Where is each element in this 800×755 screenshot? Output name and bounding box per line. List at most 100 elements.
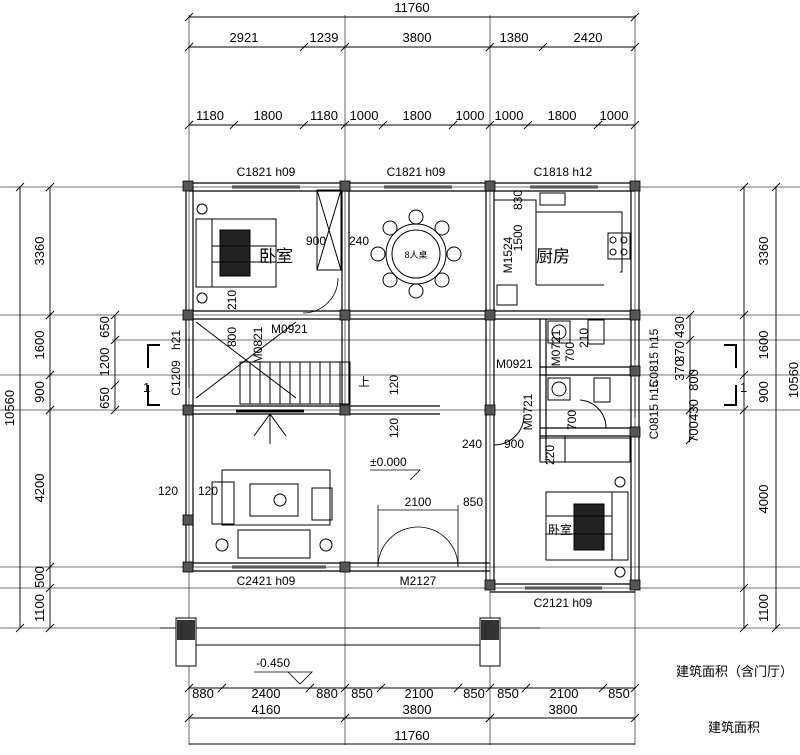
dim-right-total: 10560 bbox=[786, 362, 800, 398]
section-markers bbox=[147, 344, 737, 406]
wardrobe-icon bbox=[316, 189, 342, 271]
top-dimension-lines bbox=[184, 12, 640, 130]
dim-bot1-f: 850 bbox=[463, 686, 485, 701]
dim-lsub-b: 1200 bbox=[97, 348, 112, 377]
dim-bottom-row2: 4160 3800 3800 bbox=[252, 702, 578, 717]
bed2-icon bbox=[545, 476, 629, 578]
room-label-kitchen: 厨房 bbox=[536, 247, 570, 266]
dim-top2-c: 1180 bbox=[310, 108, 338, 123]
kitchen-counter bbox=[494, 192, 631, 306]
stair bbox=[195, 321, 351, 444]
dim-top2-d: 1000 bbox=[350, 108, 379, 123]
elev-main-marker bbox=[370, 469, 421, 481]
dim-left-f: 1100 bbox=[32, 594, 47, 622]
dim-bot2-a: 4160 bbox=[252, 702, 281, 717]
entrance-door bbox=[377, 505, 459, 568]
dim-right-d: 4000 bbox=[756, 485, 771, 514]
dim-top-row2: 1180 1800 1180 1000 1800 1000 1000 1800 … bbox=[196, 108, 628, 123]
window-label-top-left: C1821 h09 bbox=[237, 165, 296, 179]
dim-top2-i: 1000 bbox=[600, 108, 629, 123]
dim-bot2-b: 3800 bbox=[403, 702, 432, 717]
door-label-bed1: M0921 bbox=[271, 322, 308, 336]
annot-living-120b: 120 bbox=[198, 484, 218, 498]
dim-rsub-e: 430 bbox=[686, 399, 701, 421]
window-bands bbox=[188, 185, 636, 590]
dim-bot2-c: 3800 bbox=[549, 702, 578, 717]
dim-bot1-a: 880 bbox=[192, 686, 214, 701]
dim-left-total: 10560 bbox=[2, 390, 17, 426]
dim-top2-a: 1180 bbox=[196, 108, 224, 123]
dim-rsub-a: 430 bbox=[672, 316, 687, 338]
annot-wall-240: 240 bbox=[349, 234, 369, 248]
annot-stair-120a: 120 bbox=[387, 375, 401, 395]
dim-bot1-h: 2100 bbox=[550, 686, 579, 701]
dim-rsub-b: 370 bbox=[672, 341, 687, 363]
dim-top1-d: 1380 bbox=[500, 30, 529, 45]
dim-rsub-d: 800 bbox=[686, 369, 701, 391]
door-label-wc3: M0721 bbox=[549, 329, 563, 366]
columns bbox=[182, 180, 641, 591]
section-mark-right: 1 bbox=[740, 380, 747, 395]
dining-table-icon bbox=[370, 209, 462, 299]
dim-top1-a: 2921 bbox=[230, 30, 259, 45]
right-dimension-lines bbox=[685, 182, 781, 633]
annot-wc-210: 210 bbox=[577, 328, 591, 348]
dim-bot1-b: 2400 bbox=[252, 686, 281, 701]
door-swing-bed1 bbox=[302, 277, 339, 314]
annot-wall-210: 210 bbox=[225, 290, 239, 310]
window-label-top-right: C1818 h12 bbox=[534, 165, 593, 179]
window-label-wc1: C0815 h15 bbox=[647, 328, 661, 387]
dim-right-b: 1600 bbox=[756, 331, 771, 360]
dim-top2-b: 1800 bbox=[254, 108, 283, 123]
dim-left-sub: 650 1200 650 bbox=[97, 316, 112, 409]
dim-left-b: 1600 bbox=[32, 331, 47, 360]
dim-right-sub: 430 370 370 800 430 700 bbox=[672, 316, 701, 443]
window-label-top-mid: C1821 h09 bbox=[387, 165, 446, 179]
porch bbox=[160, 617, 540, 667]
dim-right-e: 1100 bbox=[756, 594, 771, 622]
annot-entr-850: 850 bbox=[463, 495, 483, 509]
dim-right-chain: 3360 1600 900 4000 1100 bbox=[756, 237, 771, 622]
dim-left-a: 3360 bbox=[32, 237, 47, 266]
bottom-dimension-lines bbox=[184, 683, 640, 745]
annot-wall-800: 800 bbox=[225, 327, 239, 347]
stair-up-label: 上 bbox=[358, 375, 370, 389]
elev-porch-label: -0.450 bbox=[256, 656, 290, 670]
dining-table-label: 8人桌 bbox=[404, 249, 427, 260]
window-label-bottom-right: C2121 h09 bbox=[534, 596, 593, 610]
door-label-stair: M0821 bbox=[251, 326, 265, 363]
section-mark-left: 1 bbox=[143, 380, 150, 395]
dim-top-row1: 2921 1239 3800 1380 2420 bbox=[230, 30, 603, 45]
annot-wc-240: 240 bbox=[462, 437, 482, 451]
annot-entr-2100: 2100 bbox=[405, 495, 432, 509]
window-label-stair-h: h21 bbox=[169, 330, 183, 350]
dim-top1-c: 3800 bbox=[403, 30, 432, 45]
annot-wc-900: 900 bbox=[504, 437, 524, 451]
dim-right-c: 900 bbox=[756, 381, 771, 403]
dim-right-a: 3360 bbox=[756, 237, 771, 266]
dim-left-d: 4200 bbox=[32, 474, 47, 503]
dim-bot1-i: 850 bbox=[608, 686, 630, 701]
annot-wall-900: 900 bbox=[306, 234, 326, 248]
dim-top2-f: 1000 bbox=[456, 108, 485, 123]
door-label-entrance: M2127 bbox=[400, 574, 437, 588]
bathroom-fixtures bbox=[493, 319, 631, 463]
bed-icon bbox=[195, 203, 277, 304]
room-label-bedroom2: 卧室 bbox=[548, 522, 572, 537]
dim-overall-top: 11760 bbox=[394, 0, 429, 15]
annot-stair-120b: 120 bbox=[387, 418, 401, 438]
annot-kitchen-830: 830 bbox=[511, 190, 525, 210]
dim-left-chain: 3360 1600 900 4200 500 1100 bbox=[32, 237, 47, 622]
dim-top2-e: 1800 bbox=[403, 108, 432, 123]
window-label-wc2: C0815 h15 bbox=[647, 380, 661, 439]
sofa-set bbox=[211, 469, 333, 559]
window-label-bottom-left: C2421 h09 bbox=[237, 574, 296, 588]
dim-rsub-c: 370 bbox=[672, 359, 687, 381]
dim-left-e: 500 bbox=[32, 566, 47, 588]
annot-kitchen-1500: 1500 bbox=[511, 224, 525, 251]
dim-bot1-g: 850 bbox=[497, 686, 519, 701]
door-label-wc: M0921 bbox=[496, 357, 533, 371]
dim-lsub-c: 650 bbox=[97, 387, 112, 409]
dim-bot1-d: 850 bbox=[351, 686, 373, 701]
